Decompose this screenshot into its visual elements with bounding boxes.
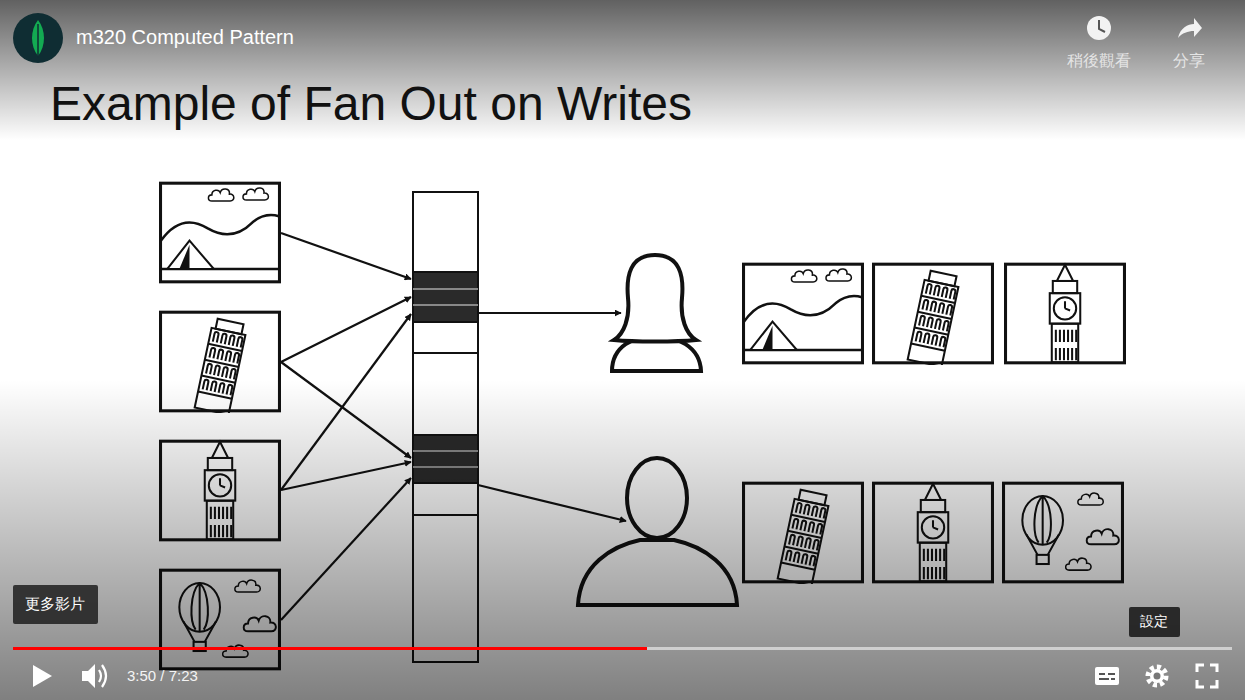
slide-title: Example of Fan Out on Writes — [50, 76, 692, 131]
female-user — [612, 255, 701, 371]
video-title: m320 Computed Pattern — [76, 26, 294, 49]
channel-logo-part — [37, 24, 39, 58]
fan-out-arrows-part — [281, 233, 411, 279]
top-shade — [0, 0, 1245, 140]
progress-bar-part — [13, 647, 1232, 650]
settings-icon-part — [1150, 669, 1164, 683]
button-label: 更多影片 — [25, 595, 86, 614]
timeline-column-part — [413, 272, 478, 322]
timeline-column-part — [413, 304, 478, 306]
female-feed — [744, 264, 1125, 366]
button-label: 設定 — [1140, 613, 1169, 631]
subtitles-icon — [1095, 667, 1119, 685]
channel-logo-part — [13, 13, 63, 63]
timeline-column-part — [413, 288, 478, 290]
watch-later-label: 稍後觀看 — [1067, 51, 1131, 72]
subtitles-icon-part — [1095, 667, 1119, 685]
fan-out-arrows-part — [478, 312, 621, 314]
settings-icon-part — [1154, 673, 1161, 680]
progress-bar-part — [13, 647, 647, 650]
fullscreen-icon — [1197, 665, 1217, 687]
progress-bar — [13, 647, 1232, 650]
time-display: 3:50 / 7:23 — [127, 667, 198, 684]
share-label: 分享 — [1173, 51, 1205, 72]
volume-icon-part — [99, 665, 106, 687]
subtitles-icon-part — [1099, 674, 1115, 679]
watch-later-icon — [1087, 16, 1111, 40]
female-user-part — [614, 255, 696, 342]
channel-logo — [13, 13, 63, 63]
share-icon — [1178, 18, 1202, 38]
female-feed-part — [874, 264, 993, 366]
play-icon — [33, 665, 52, 687]
bottom-shade — [0, 380, 1245, 700]
more-videos-button: 更多影片 — [13, 585, 98, 624]
volume-icon-part — [82, 664, 95, 688]
fan-out-arrows-part — [281, 297, 411, 362]
tent-image — [161, 183, 280, 282]
watch-later-icon-part — [1099, 20, 1105, 32]
volume-icon — [82, 664, 106, 688]
watch-later-icon-part — [1087, 16, 1111, 40]
settings-tooltip: 設定 — [1129, 607, 1180, 637]
timeline-column-part — [413, 352, 478, 354]
settings-icon — [1148, 667, 1166, 685]
female-feed-part — [1006, 264, 1125, 363]
female-feed-part — [744, 264, 863, 363]
settings-icon-part — [1148, 667, 1166, 685]
